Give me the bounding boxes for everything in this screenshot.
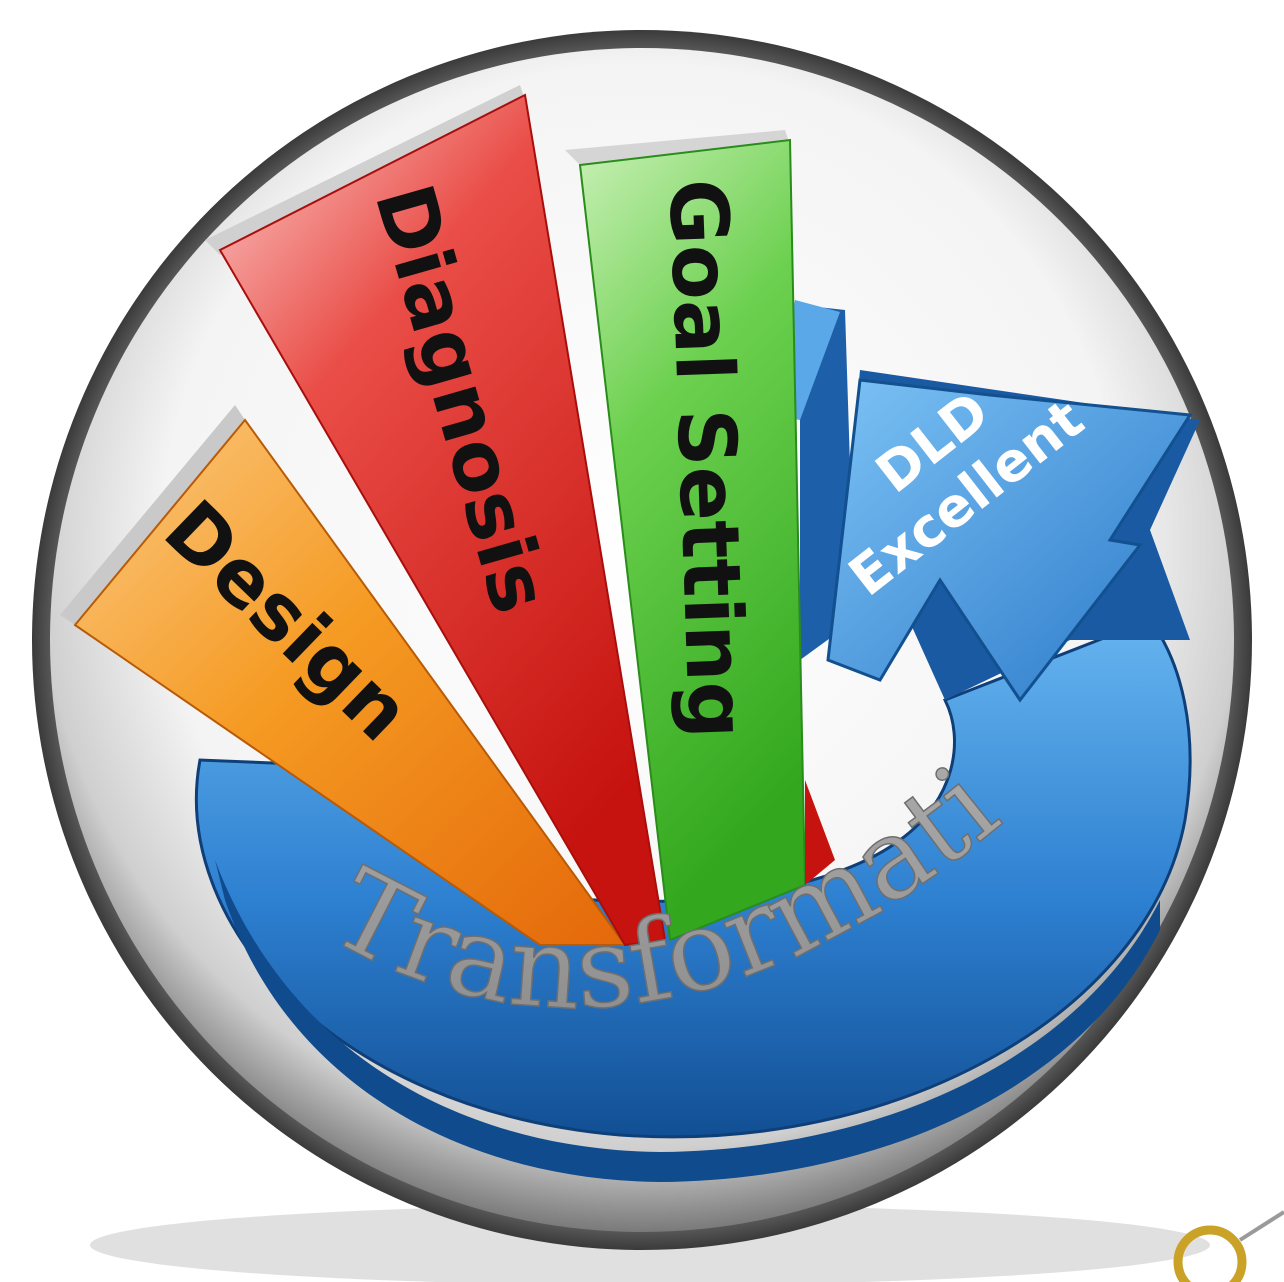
- corner-line: [1238, 1210, 1284, 1242]
- transformation-ring: [194, 618, 1192, 1139]
- design-bar-side: [60, 405, 245, 625]
- goal-setting-bar-side: [565, 130, 790, 165]
- diagnosis-bar-side: [205, 85, 525, 255]
- goal-setting-label: Goal Setting: [651, 177, 763, 740]
- red-sliver: [805, 780, 835, 885]
- diagnosis-bar: [218, 93, 667, 947]
- corner-ring: [1173, 1225, 1247, 1282]
- excellence-arrow: [826, 378, 1193, 703]
